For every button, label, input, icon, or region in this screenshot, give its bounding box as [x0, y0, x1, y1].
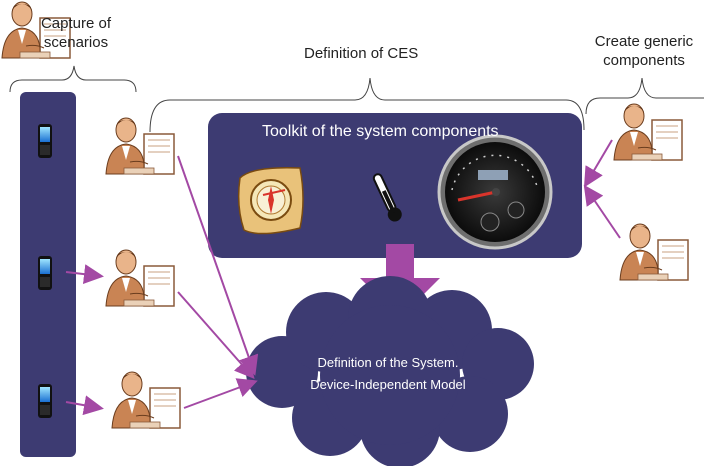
- phone-icon: [38, 384, 52, 418]
- phone-icon: [38, 256, 52, 290]
- arrow-person-to-cloud: [177, 155, 259, 376]
- create-generic-label: Create generic components: [584, 32, 704, 70]
- thermometer-icon: [372, 173, 402, 222]
- cloud-text: Definition of the System. Device-Indepen…: [278, 352, 498, 396]
- definition-ces-label: Definition of CES: [304, 45, 419, 62]
- person-at-computer-icon: [1, 1, 71, 59]
- arrow-phone-to-person: [65, 264, 104, 285]
- arrow-person-to-toolkit: [583, 139, 613, 188]
- bracket-capture: [9, 65, 137, 93]
- cloud-text-line1: Definition of the System.: [317, 355, 459, 370]
- arrow-person-to-toolkit: [583, 184, 621, 239]
- capture-label-line2: scenarios: [43, 34, 109, 51]
- create-label-line2: components: [603, 52, 685, 69]
- bracket-definition: [149, 77, 585, 133]
- capture-label-line1: Capture of: [40, 15, 112, 32]
- speedometer-icon: [437, 134, 553, 250]
- capture-label: Capture of scenarios: [26, 14, 126, 52]
- toolkit-title: Toolkit of the system components: [262, 123, 499, 140]
- arrow-phone-to-person: [65, 395, 104, 416]
- cloud-text-line2: Device-Independent Model: [310, 377, 466, 392]
- arrow-person-to-cloud: [183, 378, 258, 409]
- compass-map-icon: [237, 166, 304, 235]
- arrow-person-to-cloud: [177, 291, 255, 380]
- bracket-create: [585, 77, 704, 115]
- phone-icon: [38, 124, 52, 158]
- create-label-line1: Create generic: [594, 33, 694, 50]
- system-model-cloud: [246, 276, 534, 466]
